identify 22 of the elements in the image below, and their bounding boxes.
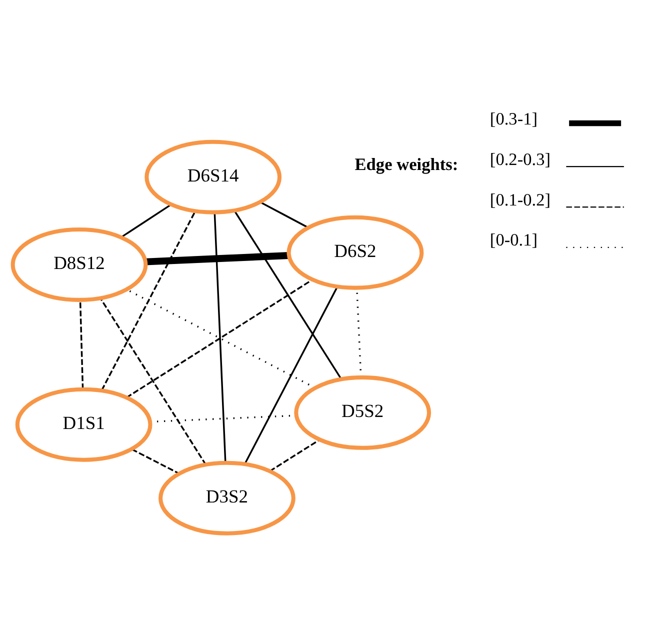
legend-label: [0-0.1] bbox=[490, 230, 538, 250]
connector bbox=[101, 210, 196, 391]
node-ellipse: D8S12 bbox=[10, 227, 148, 302]
connector bbox=[269, 439, 320, 472]
connector bbox=[131, 448, 180, 474]
connector bbox=[214, 212, 226, 463]
legend-label: [0.1-0.2] bbox=[490, 190, 551, 210]
node-ellipse: D6S14 bbox=[144, 140, 282, 214]
legend-label: [0.2-0.3] bbox=[490, 150, 551, 169]
connector bbox=[234, 210, 342, 380]
node-ellipse: D6S2 bbox=[286, 215, 424, 290]
connector bbox=[244, 286, 338, 464]
node-ellipse: D1S1 bbox=[15, 387, 152, 462]
connector bbox=[260, 201, 308, 228]
node-ellipse: D5S2 bbox=[294, 375, 432, 450]
node-ellipse: D3S2 bbox=[158, 460, 296, 536]
connector bbox=[100, 298, 207, 466]
connector bbox=[120, 204, 172, 238]
connector bbox=[145, 252, 289, 266]
connector bbox=[79, 300, 84, 390]
label: Edge weights: bbox=[354, 154, 458, 174]
legend-label: [0.3-1] bbox=[490, 109, 538, 128]
